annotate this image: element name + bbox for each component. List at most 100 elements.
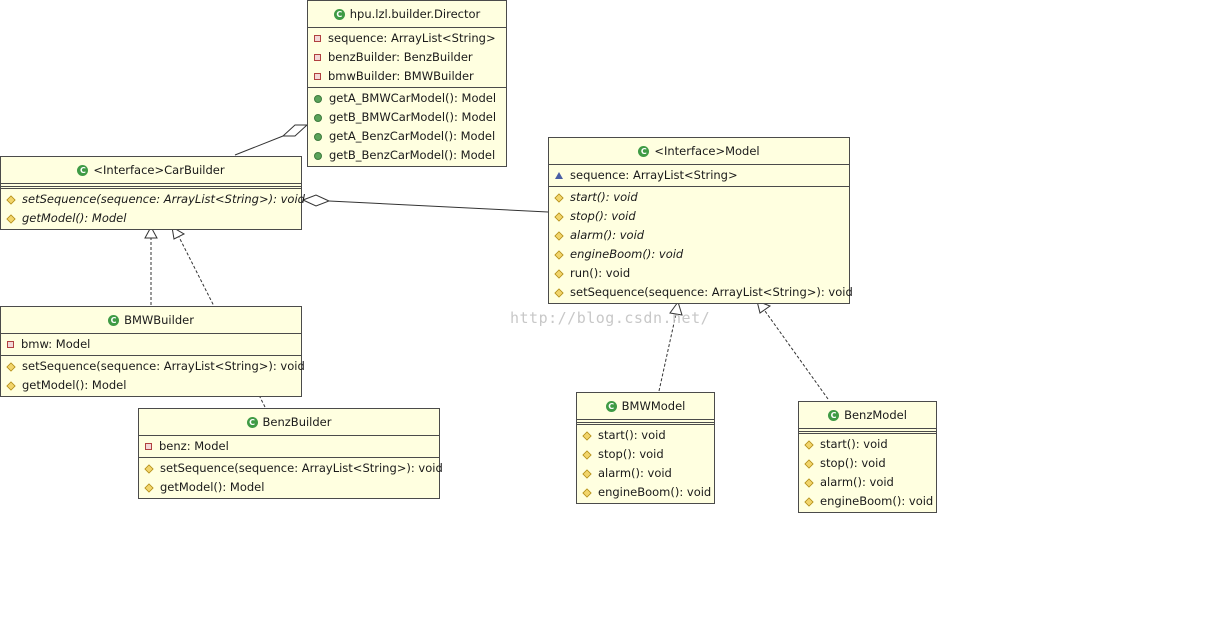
operation-text: setSequence(sequence: ArrayList<String>)…: [570, 285, 853, 299]
operation-text: alarm(): void: [570, 228, 645, 242]
class-car-builder[interactable]: C <Interface>CarBuilder setSequence(sequ…: [0, 156, 305, 230]
operation-text: start(): void: [570, 190, 638, 204]
attribute-row[interactable]: bmw: Model: [1, 335, 301, 354]
class-bmw-model[interactable]: C BMWModel start(): void stop(): void alar…: [576, 392, 715, 504]
attribute-text: benz: Model: [159, 439, 229, 453]
operation-row[interactable]: getA_BMWCarModel(): Model: [308, 89, 506, 108]
operation-text: engineBoom(): void: [598, 485, 712, 499]
protected-visibility-icon: [554, 287, 564, 298]
operation-row[interactable]: alarm(): void: [577, 464, 714, 483]
realization-bmwmodel-arrowhead: [669, 300, 683, 316]
operation-text: getA_BMWCarModel(): Model: [329, 91, 497, 105]
operation-row[interactable]: alarm(): void: [549, 226, 849, 245]
class-icon: C: [108, 314, 120, 326]
protected-visibility-icon: [554, 268, 564, 279]
aggregation-director-diamond: [281, 124, 309, 137]
operation-row[interactable]: getModel(): Model: [1, 376, 301, 395]
operation-row[interactable]: getA_BenzCarModel(): Model: [308, 127, 506, 146]
protected-visibility-icon: [6, 380, 16, 391]
operations-compartment: start(): void stop(): void alarm(): void en…: [549, 186, 853, 303]
class-header: C BMWModel: [577, 393, 714, 420]
class-header: C <Interface>CarBuilder: [1, 157, 301, 184]
protected-visibility-icon: [804, 458, 814, 469]
operation-row[interactable]: engineBoom(): void: [799, 492, 936, 511]
operation-row[interactable]: getB_BenzCarModel(): Model: [308, 146, 506, 165]
public-visibility-icon: [314, 113, 322, 122]
protected-visibility-icon: [6, 213, 16, 224]
operation-text: alarm(): void: [820, 475, 894, 489]
interface-icon: C: [77, 164, 89, 176]
operation-row[interactable]: getB_BMWCarModel(): Model: [308, 108, 506, 127]
operation-text: getB_BenzCarModel(): Model: [329, 148, 496, 162]
protected-visibility-icon: [554, 230, 564, 241]
private-visibility-icon: [7, 341, 14, 348]
operation-text: run(): void: [570, 266, 631, 280]
operation-row[interactable]: setSequence(sequence: ArrayList<String>)…: [1, 357, 305, 376]
operation-row[interactable]: start(): void: [549, 188, 849, 207]
protected-visibility-icon: [582, 430, 592, 441]
private-visibility-icon: [145, 443, 152, 450]
protected-visibility-icon: [6, 361, 16, 372]
class-director[interactable]: C hpu.lzl.builder.Director sequence: Arr…: [307, 0, 507, 167]
protected-visibility-icon: [554, 249, 564, 260]
realization-bmwbuilder-arrowhead: [144, 225, 158, 239]
attribute-text: benzBuilder: BenzBuilder: [328, 50, 473, 64]
operation-row[interactable]: engineBoom(): void: [577, 483, 714, 502]
attributes-compartment: sequence: ArrayList<String>: [549, 165, 849, 186]
attribute-row[interactable]: benzBuilder: BenzBuilder: [308, 48, 506, 67]
operation-row[interactable]: stop(): void: [799, 454, 936, 473]
class-benz-builder[interactable]: C BenzBuilder benz: Model setSequence(se…: [138, 408, 443, 499]
operations-compartment: setSequence(sequence: ArrayList<String>)…: [139, 457, 443, 498]
realization-bmwmodel-line: [658, 313, 677, 392]
operation-row[interactable]: getModel(): Model: [1, 209, 301, 228]
operation-text: stop(): void: [820, 456, 886, 470]
class-bmw-builder[interactable]: C BMWBuilder bmw: Model setSequence(sequ…: [0, 306, 305, 397]
operations-compartment: setSequence(sequence: ArrayList<String>)…: [1, 355, 305, 396]
protected-visibility-icon: [582, 449, 592, 460]
class-icon: C: [246, 416, 258, 428]
operation-row[interactable]: setSequence(sequence: ArrayList<String>)…: [139, 459, 443, 478]
realization-benzmodel-line: [764, 310, 829, 400]
attribute-row[interactable]: sequence: ArrayList<String>: [549, 166, 849, 185]
attributes-compartment: sequence: ArrayList<String> benzBuilder: …: [308, 28, 506, 87]
operation-row[interactable]: alarm(): void: [799, 473, 936, 492]
protected-visibility-icon: [144, 463, 154, 474]
attribute-row[interactable]: benz: Model: [139, 437, 439, 456]
operations-compartment: getA_BMWCarModel(): Model getB_BMWCarMode…: [308, 87, 506, 166]
operation-text: setSequence(sequence: ArrayList<String>)…: [160, 461, 443, 475]
protected-visibility-icon: [804, 439, 814, 450]
class-name: <Interface>Model: [654, 144, 760, 158]
class-icon: C: [828, 409, 840, 421]
aggregation-carbuilder-diamond: [301, 194, 331, 207]
class-model[interactable]: C <Interface>Model sequence: ArrayList<S…: [548, 137, 853, 304]
class-header: C hpu.lzl.builder.Director: [308, 1, 506, 28]
operation-text: stop(): void: [598, 447, 664, 461]
attribute-text: sequence: ArrayList<String>: [328, 31, 496, 45]
private-visibility-icon: [314, 35, 321, 42]
operation-row[interactable]: setSequence(sequence: ArrayList<String>)…: [549, 283, 853, 302]
attribute-row[interactable]: bmwBuilder: BMWBuilder: [308, 67, 506, 86]
operation-text: engineBoom(): void: [820, 494, 934, 508]
protected-visibility-icon: [144, 482, 154, 493]
operation-row[interactable]: stop(): void: [577, 445, 714, 464]
operation-row[interactable]: stop(): void: [549, 207, 849, 226]
operation-row[interactable]: setSequence(sequence: ArrayList<String>)…: [1, 190, 305, 209]
operation-text: getModel(): Model: [160, 480, 265, 494]
attribute-row[interactable]: sequence: ArrayList<String>: [308, 29, 506, 48]
protected-visibility-icon: [582, 487, 592, 498]
protected-visibility-icon: [804, 477, 814, 488]
operation-row[interactable]: start(): void: [577, 426, 714, 445]
operation-row[interactable]: engineBoom(): void: [549, 245, 849, 264]
operation-row[interactable]: start(): void: [799, 435, 936, 454]
protected-visibility-icon: [554, 211, 564, 222]
class-name: hpu.lzl.builder.Director: [349, 7, 481, 21]
operation-row[interactable]: run(): void: [549, 264, 849, 283]
class-header: C <Interface>Model: [549, 138, 849, 165]
protected-visibility-icon: [554, 192, 564, 203]
operation-text: setSequence(sequence: ArrayList<String>)…: [22, 192, 305, 206]
class-header: C BenzBuilder: [139, 409, 439, 436]
class-name: BMWBuilder: [124, 313, 194, 327]
operation-row[interactable]: getModel(): Model: [139, 478, 439, 497]
operation-text: setSequence(sequence: ArrayList<String>)…: [22, 359, 305, 373]
